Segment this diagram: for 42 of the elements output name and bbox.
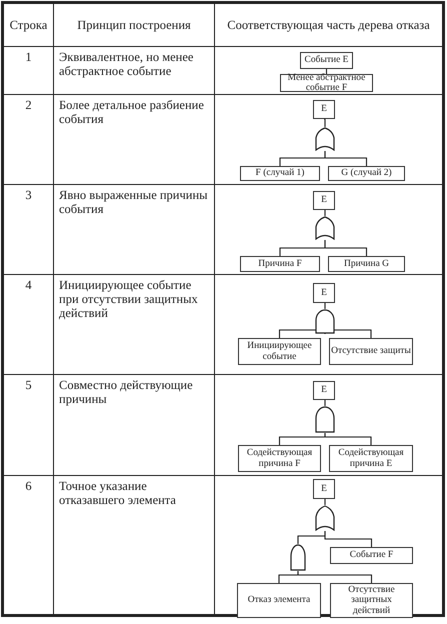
event-box: Причина F: [240, 256, 320, 272]
event-box: E: [313, 381, 335, 400]
event-box: G (случай 2): [328, 166, 405, 181]
connector-line: [324, 433, 372, 445]
principle-text: Более детальное разбиение события: [54, 94, 214, 184]
or-gate-symbol: [315, 216, 335, 240]
and-gate-symbol: [315, 406, 335, 433]
event-box: Инициирующее событие: [238, 338, 321, 365]
event-box: Менее абстрактное событие F: [280, 74, 373, 92]
event-box: Отказ элемента: [237, 583, 321, 618]
event-box: Событие F: [330, 547, 413, 564]
row-number: 3: [2, 184, 54, 274]
connector-line: [324, 240, 368, 256]
row-number: 5: [2, 374, 54, 476]
event-box: Отсутствие защитных действий: [330, 583, 413, 618]
and-gate-symbol: [315, 309, 335, 334]
event-box: Событие E: [300, 52, 353, 69]
event-box: E: [313, 100, 335, 119]
principle-text: Инициирующее событие при отсутствии защитных действий: [54, 274, 214, 374]
event-box: E: [313, 283, 335, 303]
connector-line: [326, 69, 328, 74]
column-header: Принцип построения: [54, 2, 214, 46]
column-header: Строка: [2, 2, 54, 46]
principle-text: Явно выраженные причины события: [54, 184, 214, 274]
event-box: Причина G: [328, 256, 405, 272]
connector-line: [324, 151, 368, 166]
connector-line: [324, 531, 372, 547]
event-box: E: [313, 191, 335, 210]
row-number: 1: [2, 46, 54, 94]
event-box: E: [313, 479, 335, 499]
event-box: Содействующая причина E: [329, 445, 413, 472]
principle-text: Совместно действующие причины: [54, 374, 214, 476]
or-gate-symbol: [315, 505, 335, 531]
principle-text: Эквивалентное, но менее абстрактное событие: [54, 46, 214, 94]
event-box: Отсутствие защиты: [329, 338, 413, 365]
connector-line: [297, 571, 372, 583]
row-number: 2: [2, 94, 54, 184]
or-gate-symbol: [315, 127, 335, 151]
event-box: F (случай 1): [240, 166, 320, 181]
event-box: Содействующая причина F: [238, 445, 321, 472]
and-gate-symbol: [290, 544, 306, 571]
row-number: 4: [2, 274, 54, 374]
